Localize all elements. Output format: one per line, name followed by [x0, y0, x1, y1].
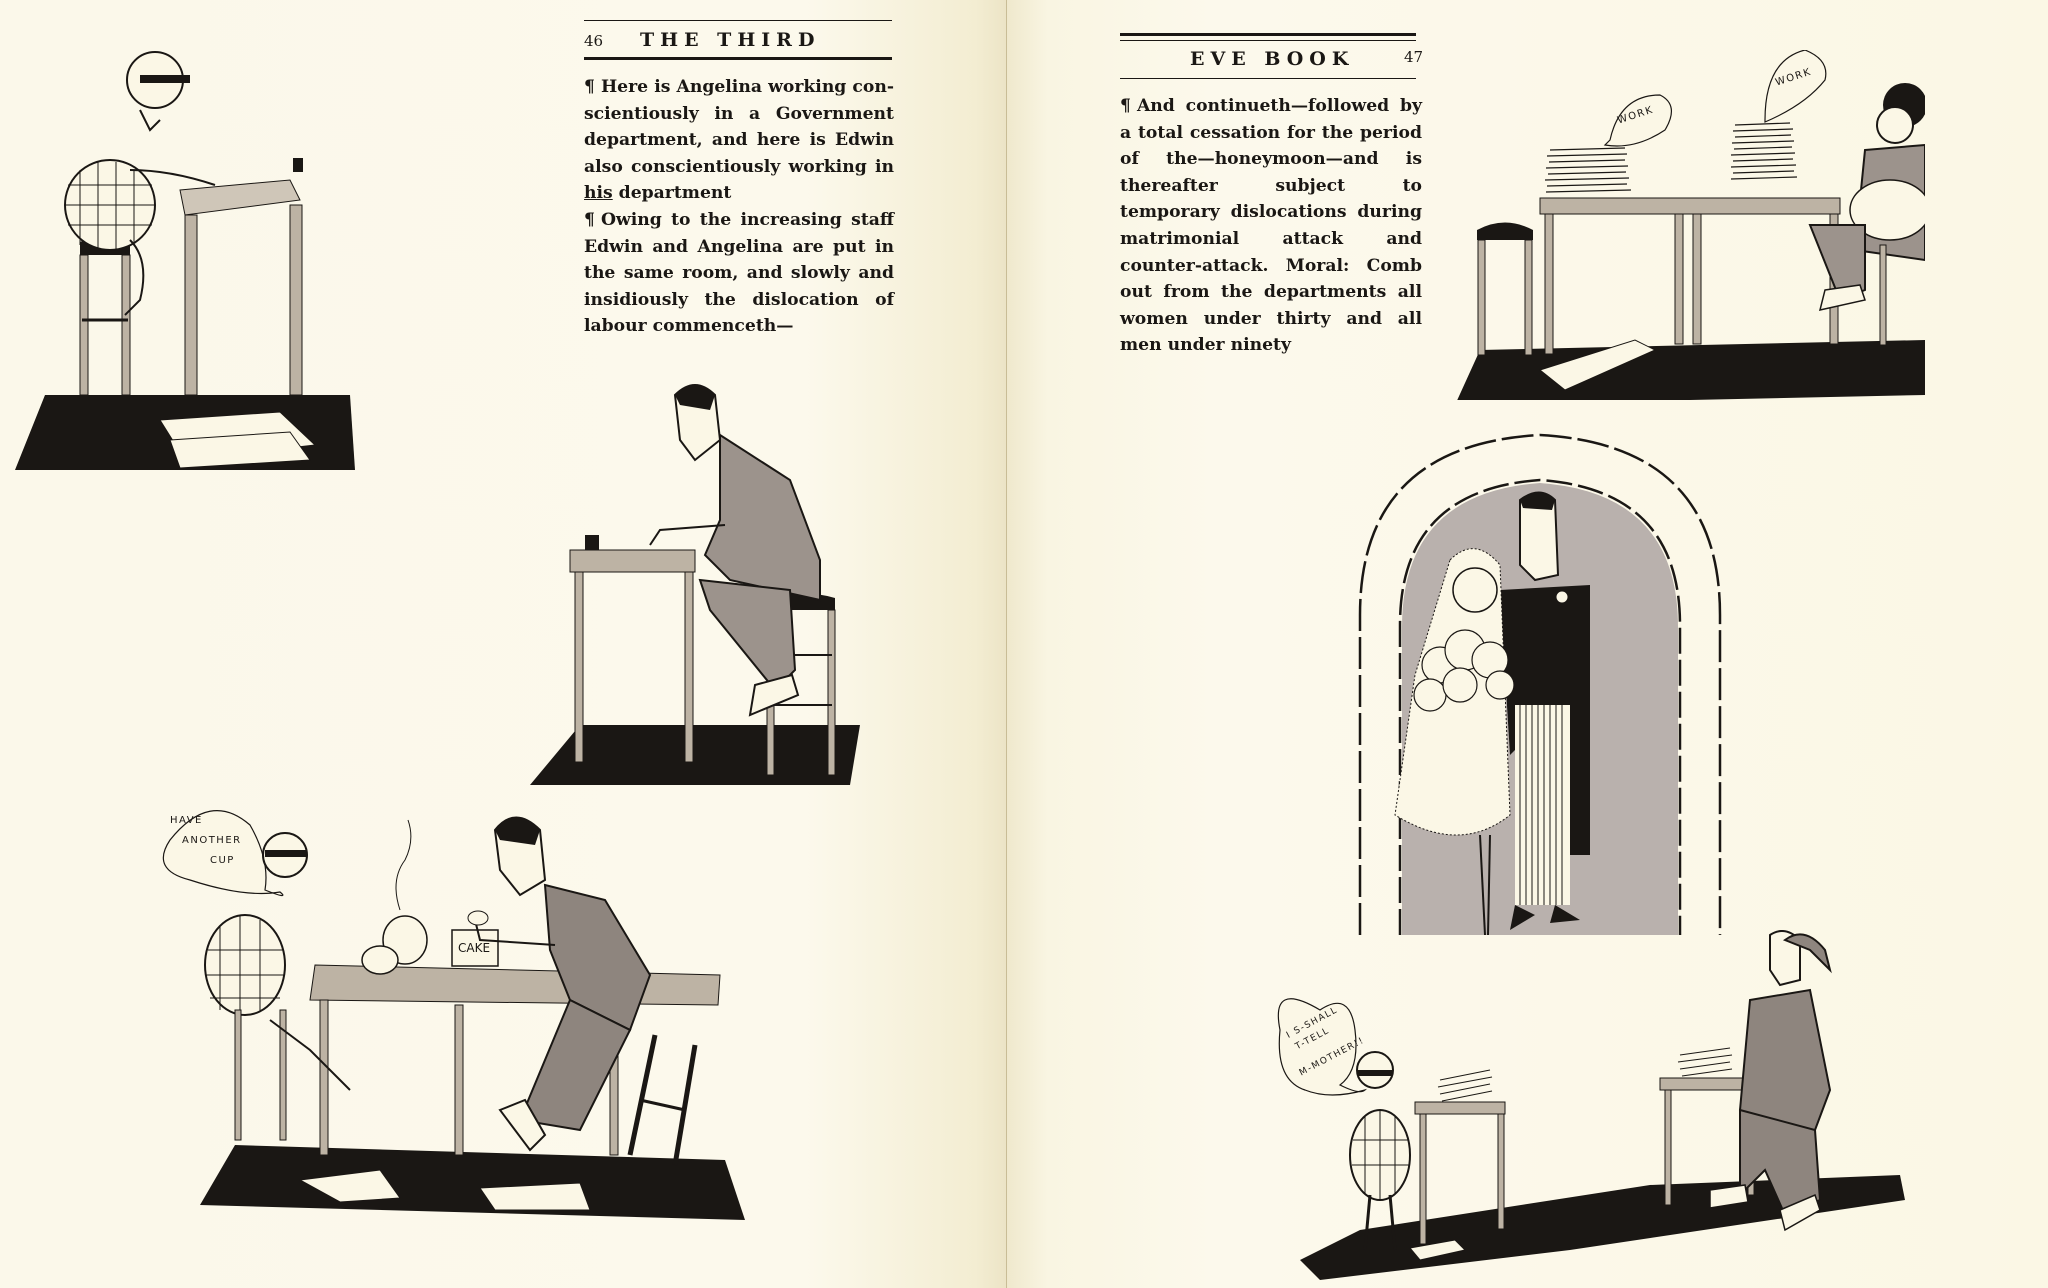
- illustration-work-piles: WORK WORK: [1445, 50, 1925, 400]
- paragraph-1: ¶And continueth—followed by a total cess…: [1120, 93, 1422, 359]
- head-rule-bottom: [1120, 78, 1416, 79]
- page-number: 46: [584, 32, 604, 50]
- left-text-block: ¶Here is Angelina working con­scientious…: [584, 74, 894, 340]
- page-number: 47: [1404, 48, 1424, 66]
- angelina-desk-drawing: [15, 51, 355, 470]
- paragraph-2: ¶Owing to the increasing staff Edwin and…: [584, 207, 894, 340]
- speech-bubble-line-3: CUP: [210, 855, 235, 866]
- running-title: THE THIRD: [640, 29, 821, 51]
- left-page: [0, 0, 1006, 1288]
- cake-box-label: CAKE: [458, 941, 491, 955]
- illustration-angelina-at-desk: [10, 20, 370, 475]
- running-title: EVE BOOK: [1190, 48, 1355, 70]
- illustration-tea-scene: HAVE ANOTHER CUP CAKE: [150, 800, 770, 1260]
- work-piles-drawing: [1457, 50, 1925, 400]
- paragraph-mark-icon: ¶: [1120, 96, 1131, 116]
- illustration-edwin-at-desk: [530, 370, 860, 790]
- head-rule-bottom: [584, 57, 892, 60]
- paragraph-mark-icon: ¶: [584, 209, 595, 230]
- paragraph-text: Owing to the increasing staff Edwin and …: [584, 209, 894, 337]
- quarrel-scene-drawing: [1277, 930, 1905, 1280]
- speech-bubble-line-1: HAVE: [170, 815, 203, 826]
- head-rule-top: [584, 20, 892, 21]
- paragraph-mark-icon: ¶: [584, 77, 595, 97]
- edwin-desk-drawing: [530, 384, 860, 785]
- paragraph-text: department: [612, 183, 732, 204]
- gutter: [1006, 0, 1007, 1288]
- paragraph-text: Here is Angelina working con­scientiousl…: [584, 77, 894, 177]
- head-rule-top: [1120, 33, 1416, 36]
- illustration-quarrel-scene: I S-SHALL T-TELL M-MOTHER!!: [1270, 930, 1920, 1280]
- wedding-arch-drawing: [1358, 433, 1722, 936]
- head-rule-top-thin: [1120, 40, 1416, 41]
- right-text-block: ¶And continueth—followed by a total cess…: [1120, 93, 1422, 359]
- tea-scene-drawing: [162, 810, 745, 1220]
- underlined-word: his: [584, 183, 613, 204]
- illustration-wedding-arch: [1340, 415, 1760, 955]
- paragraph-1: ¶Here is Angelina working con­scientious…: [584, 74, 894, 207]
- speech-bubble-line-2: ANOTHER: [182, 835, 242, 846]
- paragraph-text: And continueth—followed by a total cessa…: [1120, 96, 1422, 356]
